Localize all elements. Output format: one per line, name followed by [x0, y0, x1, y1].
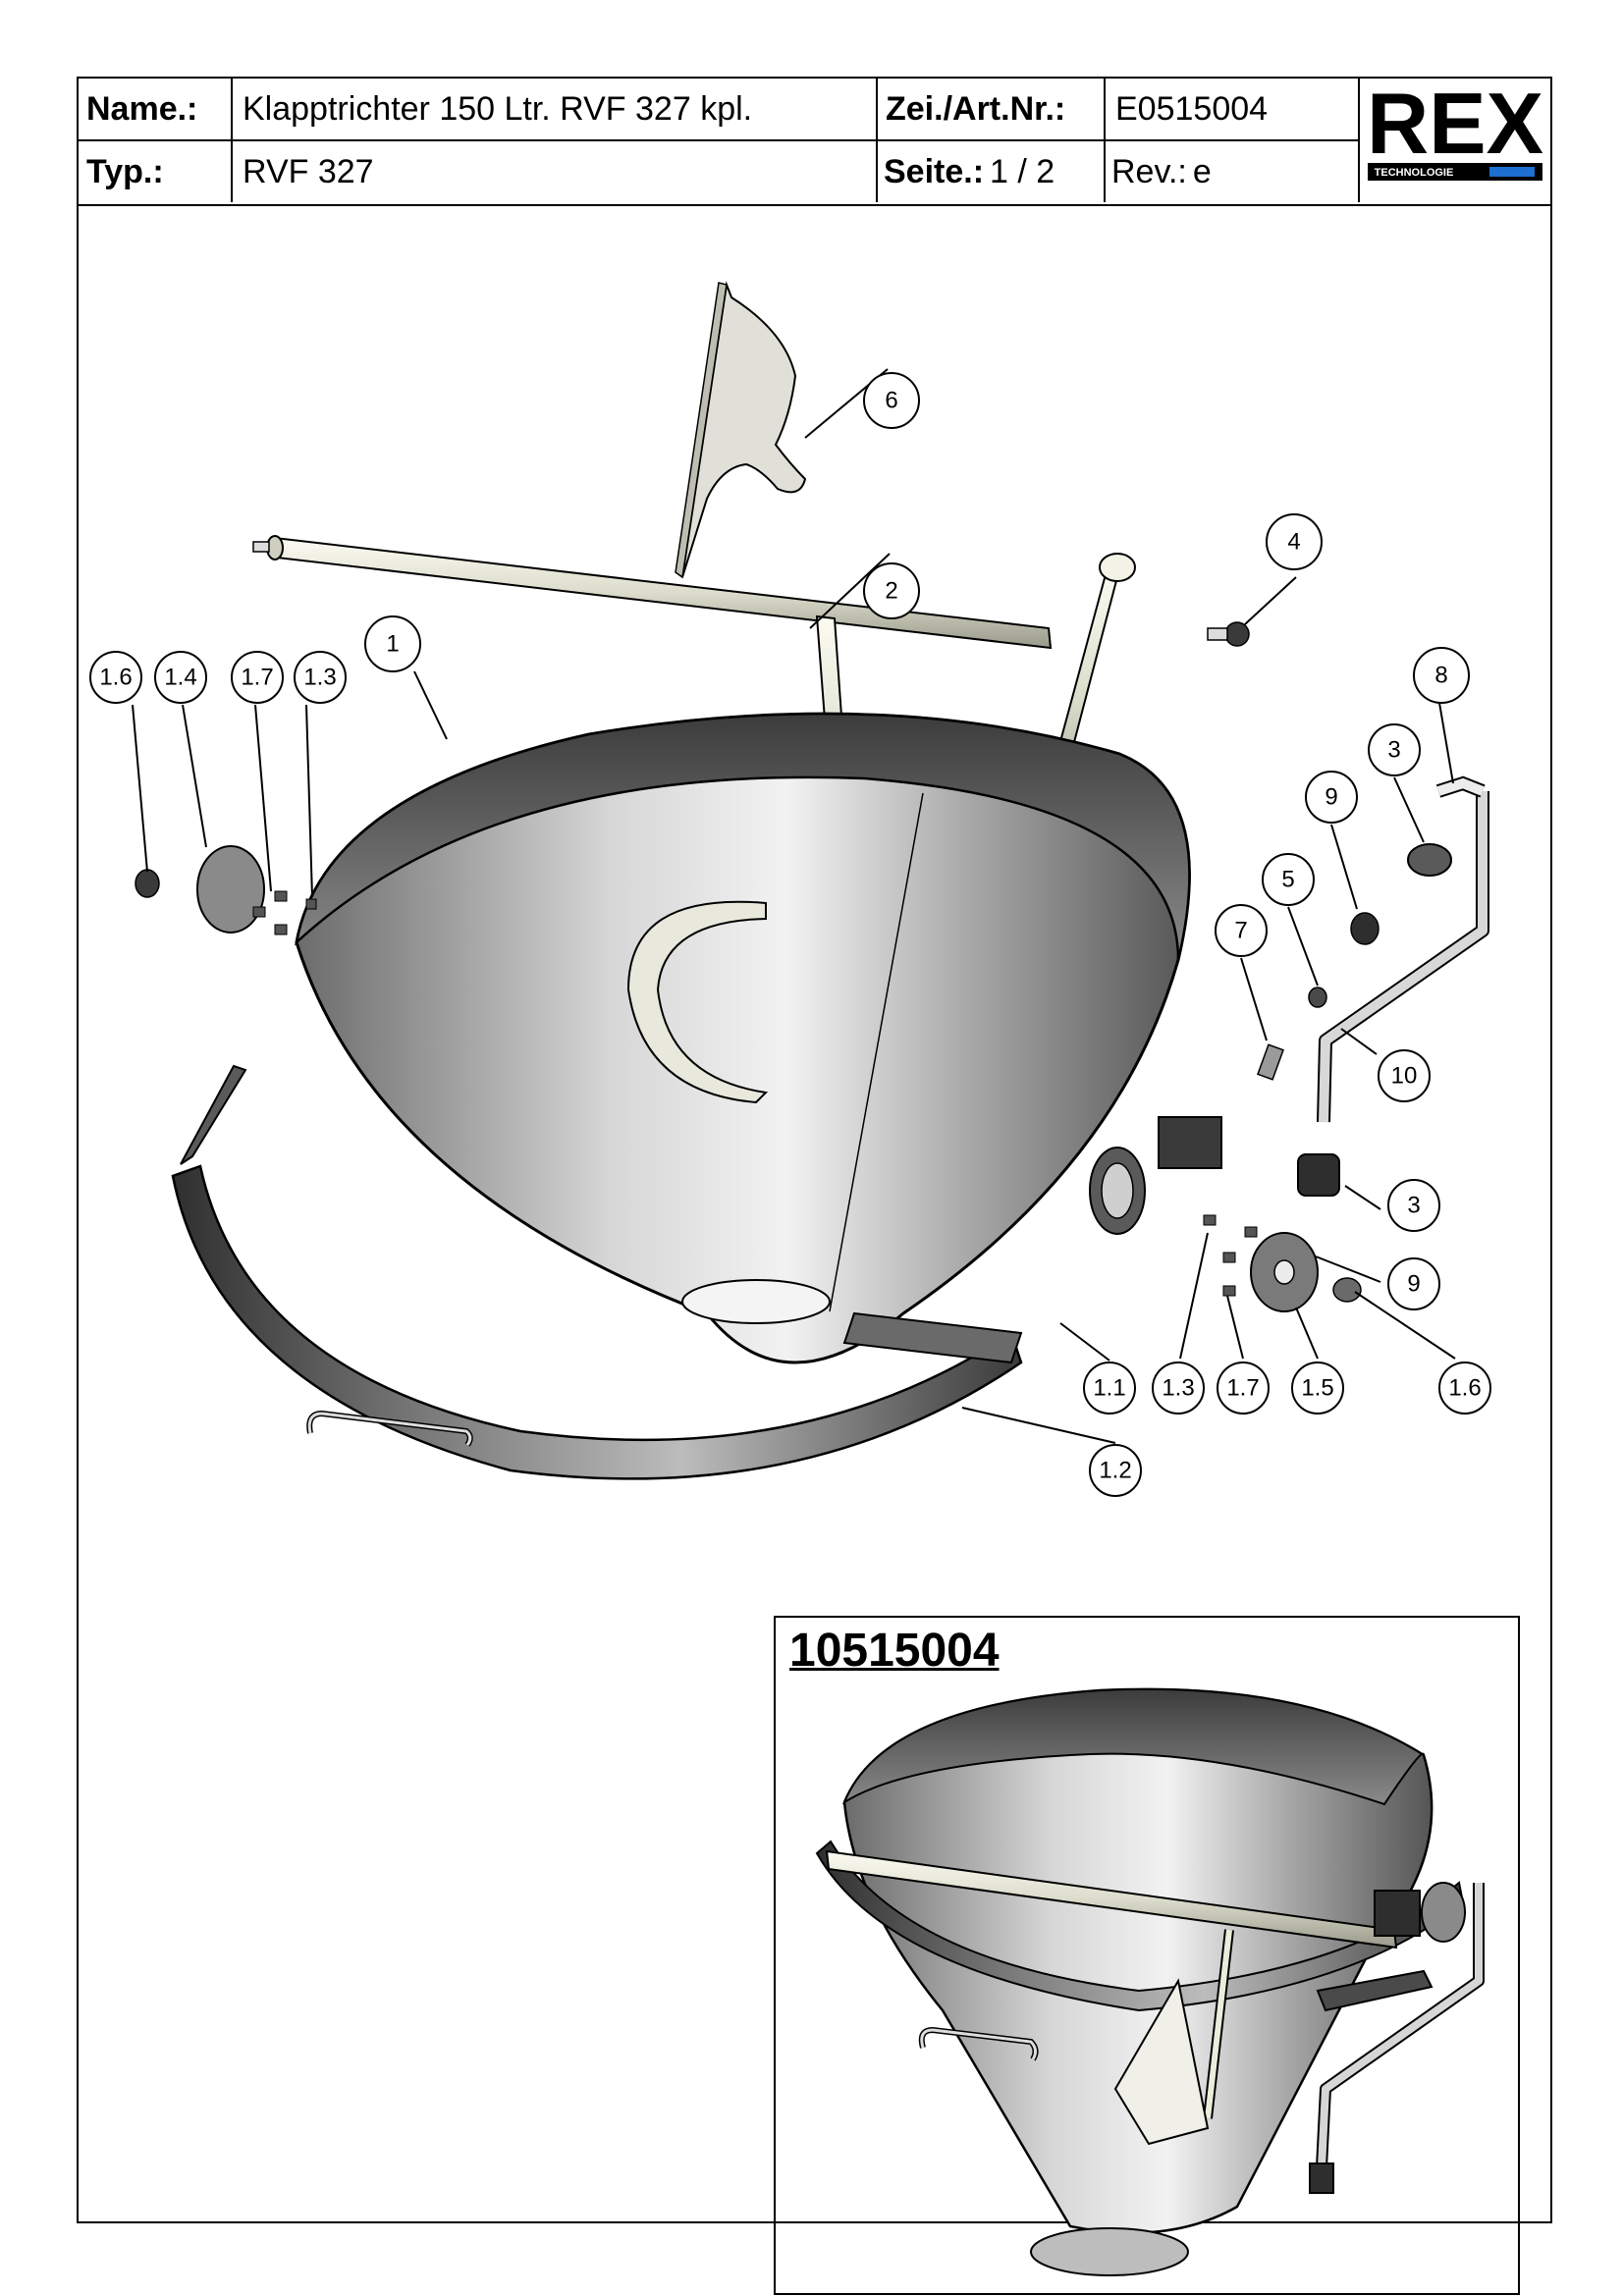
- rex-logo: REX TECHNOLOGIE: [1360, 79, 1550, 202]
- knob-part: [1224, 621, 1250, 647]
- title-block-divider: [1104, 79, 1106, 202]
- callout-label: 4: [1287, 529, 1300, 556]
- callout-label: 7: [1234, 918, 1247, 944]
- rev-value: e: [1192, 152, 1212, 190]
- callout-8: 8: [1413, 647, 1470, 704]
- title-block-divider: [231, 79, 233, 202]
- callout-1-2: 1.2: [1089, 1444, 1142, 1497]
- exploded-view: 6 2 4 8 1 1.6: [79, 204, 1550, 2295]
- rev-label: Rev.:: [1111, 152, 1187, 190]
- callout-label: 3: [1387, 737, 1400, 764]
- callout-label: 1.4: [164, 665, 196, 691]
- callout-3-lower: 3: [1387, 1179, 1440, 1232]
- callout-2: 2: [863, 562, 920, 619]
- crank-handle: [1317, 775, 1489, 1123]
- name-label: Name.:: [86, 89, 198, 128]
- zei-value: E0515004: [1115, 89, 1269, 128]
- callout-label: 1.1: [1093, 1375, 1125, 1402]
- logo-subtext: TECHNOLOGIE: [1375, 167, 1454, 179]
- title-block-row-divider: [79, 139, 1360, 141]
- callout-6: 6: [863, 372, 920, 429]
- callout-3-top: 3: [1368, 723, 1421, 776]
- zei-label: Zei./Art.Nr.:: [886, 89, 1066, 128]
- callout-1: 1: [364, 615, 421, 672]
- callout-label: 1.7: [1226, 1375, 1259, 1402]
- callout-label: 10: [1391, 1063, 1418, 1090]
- drawing-sheet: Name.: Klapptrichter 150 Ltr. RVF 327 kp…: [77, 77, 1552, 2295]
- typ-label: Typ.:: [86, 152, 164, 190]
- callout-7: 7: [1215, 904, 1268, 957]
- title-block: Name.: Klapptrichter 150 Ltr. RVF 327 kp…: [79, 79, 1550, 206]
- callout-label: 8: [1434, 663, 1447, 689]
- callout-label: 1.6: [1448, 1375, 1481, 1402]
- assembled-view-drawing: [815, 1687, 1485, 2276]
- callout-label: 9: [1325, 784, 1337, 811]
- callout-label: 1.3: [303, 665, 336, 691]
- inset-title: 10515004: [789, 1625, 1000, 1677]
- callout-1-6-right: 1.6: [1438, 1362, 1491, 1415]
- callout-label: 1: [386, 631, 399, 658]
- callout-1-3-right: 1.3: [1152, 1362, 1205, 1415]
- seite-cell: Seite.: 1 / 2: [878, 141, 1104, 202]
- seite-label: Seite.:: [884, 152, 985, 190]
- small-parts: [135, 621, 1452, 1312]
- callout-1-7-right: 1.7: [1217, 1362, 1270, 1415]
- callout-1-5: 1.5: [1291, 1362, 1344, 1415]
- hopper-cone: [295, 712, 1222, 1364]
- callout-1-1: 1.1: [1083, 1362, 1136, 1415]
- callout-9-top: 9: [1305, 771, 1358, 824]
- callout-label: 1.7: [241, 665, 273, 691]
- assembled-view-inset: 10515004: [774, 1616, 1520, 2295]
- exploded-view-drawing: 6 2 4 8 1 1.6: [89, 281, 1491, 1497]
- callout-4: 4: [1266, 513, 1323, 570]
- callout-1-4: 1.4: [154, 651, 207, 704]
- callout-label: 5: [1281, 867, 1294, 893]
- typ-value: RVF 327: [243, 152, 374, 190]
- callout-1-3-left: 1.3: [294, 651, 347, 704]
- callout-label: 1.5: [1301, 1375, 1333, 1402]
- callout-label: 1.2: [1099, 1458, 1131, 1484]
- callout-label: 2: [885, 578, 897, 605]
- callout-1-7-left: 1.7: [231, 651, 284, 704]
- rev-cell: Rev.: e: [1106, 141, 1358, 202]
- callout-label: 1.3: [1162, 1375, 1194, 1402]
- clamping-band: [171, 1064, 1023, 1480]
- name-value: Klapptrichter 150 Ltr. RVF 327 kpl.: [243, 89, 753, 128]
- callout-9-lower: 9: [1387, 1257, 1440, 1310]
- callout-label: 9: [1407, 1271, 1420, 1298]
- title-block-divider: [876, 79, 878, 202]
- seite-value: 1 / 2: [990, 152, 1055, 190]
- callout-5: 5: [1262, 853, 1315, 906]
- callout-label: 6: [885, 388, 897, 414]
- logo-text: REX: [1367, 79, 1543, 172]
- callout-1-6-left: 1.6: [89, 651, 142, 704]
- scraper-blade: [675, 281, 807, 579]
- callout-label: 1.6: [99, 665, 132, 691]
- leader-lines: [132, 368, 1456, 1444]
- title-block-divider: [1358, 79, 1360, 202]
- callout-label: 3: [1407, 1193, 1420, 1219]
- callout-10: 10: [1378, 1049, 1431, 1102]
